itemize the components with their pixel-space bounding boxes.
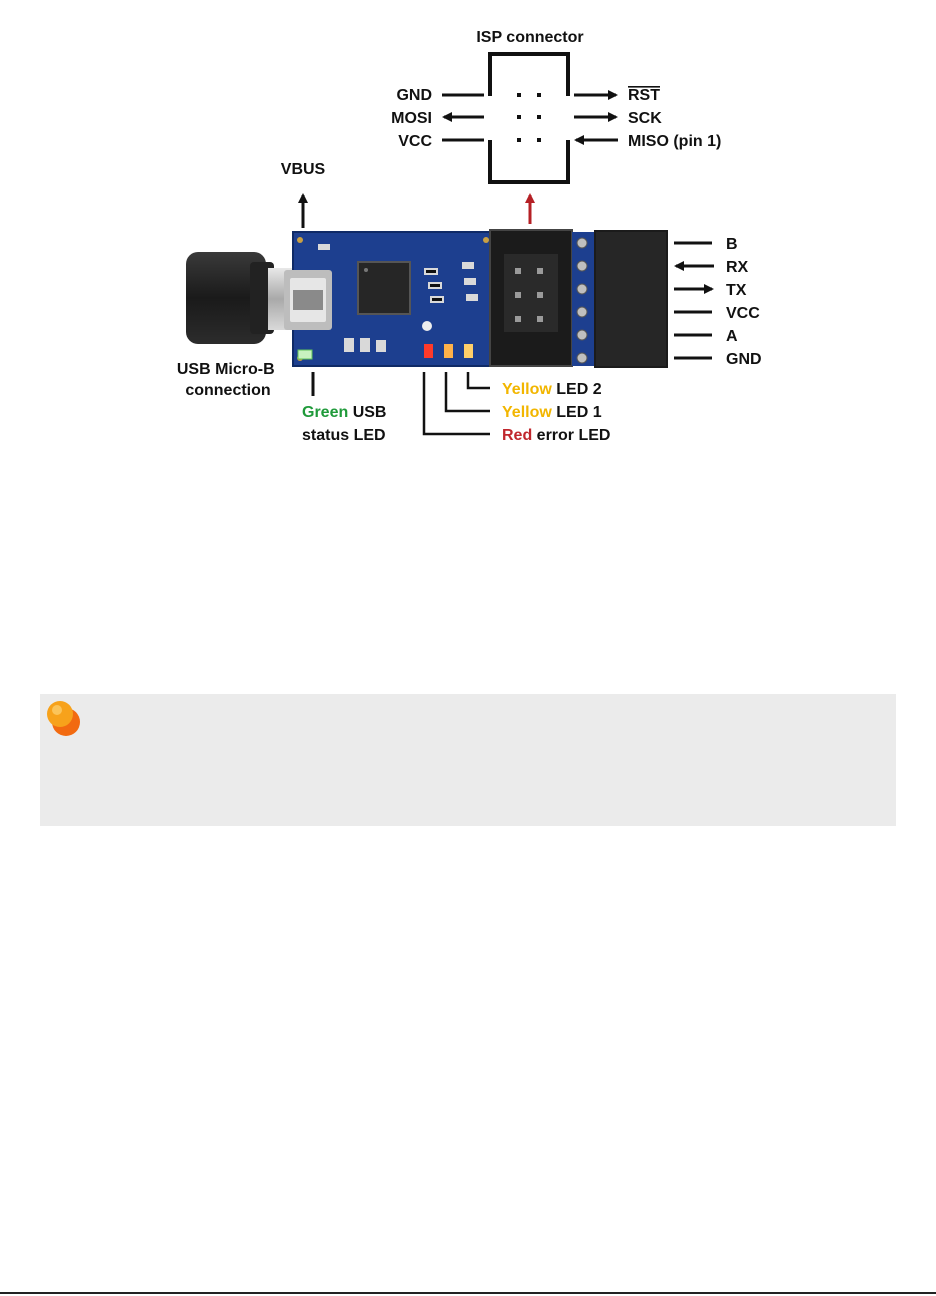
led2-color-word: Yellow	[502, 381, 552, 398]
pin-b-label: B	[726, 236, 738, 253]
isp-pin-rst-label: RST	[628, 87, 660, 104]
isp-connector-outline	[488, 52, 570, 184]
yellow-led-2	[464, 344, 473, 358]
usb-connection-label: USB Micro-B connection	[177, 361, 279, 399]
error-led-rest: error LED	[532, 427, 610, 444]
pin-a-label: A	[726, 328, 738, 345]
status-led-line2: status LED	[302, 427, 386, 444]
vbus-label: VBUS	[281, 161, 326, 178]
led2-rest: LED 2	[552, 381, 602, 398]
pin-vcc-label: VCC	[726, 305, 760, 322]
led1-label: Yellow LED 1	[502, 404, 602, 421]
usb-label-line1: USB Micro-B	[177, 361, 275, 378]
pin-gnd-label: GND	[726, 351, 762, 368]
programmer-pinout-diagram: ISP connector GND MOSI VCC RST SCK MISO …	[177, 29, 762, 444]
note-box	[40, 694, 896, 826]
led2-callout-line	[466, 372, 490, 390]
usb-label-line2: connection	[185, 382, 270, 399]
error-led-callout-line	[422, 372, 490, 436]
pushpin-icon	[47, 701, 80, 736]
led1-callout-line	[444, 372, 490, 413]
status-led-line1-rest: USB	[348, 404, 386, 421]
serial-header	[572, 230, 668, 368]
yellow-led-1	[444, 344, 453, 358]
red-led	[424, 344, 433, 358]
green-led	[297, 349, 313, 360]
led1-rest: LED 1	[552, 404, 602, 421]
isp-pin-vcc-label: VCC	[398, 133, 432, 150]
error-led-color-word: Red	[502, 427, 532, 444]
isp-pin-mosi-label: MOSI	[391, 110, 432, 127]
programmer-board	[284, 231, 494, 367]
usb-cable	[186, 252, 296, 344]
bottom-divider	[0, 1292, 936, 1294]
isp-connector-title: ISP connector	[476, 29, 583, 46]
led2-label: Yellow LED 2	[502, 381, 602, 398]
pin-tx-label: TX	[726, 282, 747, 299]
isp-header	[489, 229, 573, 367]
pin-rx-label: RX	[726, 259, 749, 276]
led1-color-word: Yellow	[502, 404, 552, 421]
status-led-color-word: Green	[302, 404, 348, 421]
error-led-label: Red error LED	[502, 427, 610, 444]
isp-pin-gnd-label: GND	[396, 87, 432, 104]
status-led-label: Green USB status LED	[302, 404, 391, 444]
isp-pin-dots	[517, 93, 541, 142]
isp-pin-miso-label: MISO (pin 1)	[628, 133, 721, 150]
isp-pin-sck-label: SCK	[628, 110, 662, 127]
